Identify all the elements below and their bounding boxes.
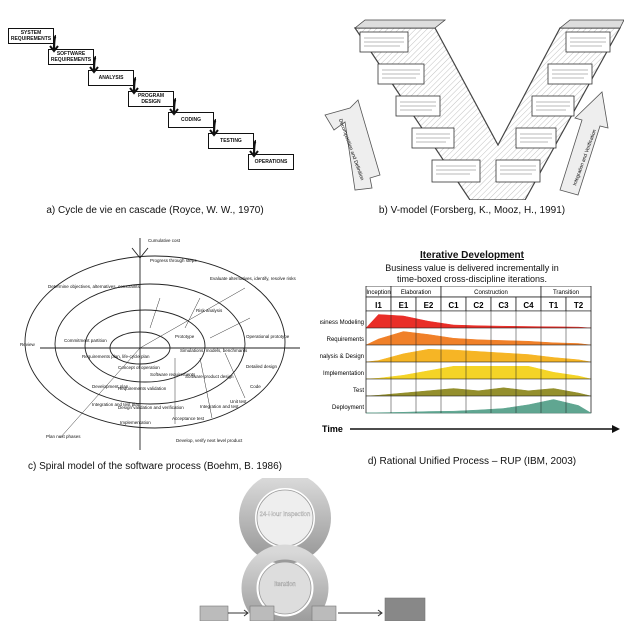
- waterfall-arrow: [92, 55, 97, 73]
- svg-text:Risk analysis: Risk analysis: [196, 308, 223, 313]
- svg-text:Integration and test plan: Integration and test plan: [92, 402, 141, 407]
- svg-text:Simulations, models, benchmark: Simulations, models, benchmarks: [180, 348, 248, 353]
- waterfall-step: ANALYSIS: [88, 70, 134, 86]
- waterfall-step: SYSTEM REQUIREMENTS: [8, 28, 54, 44]
- svg-text:Determine objectives, alternat: Determine objectives, alternatives, cons…: [48, 284, 141, 289]
- svg-text:Design validation and verifica: Design validation and verification: [118, 405, 184, 410]
- rup-discipline-label: Business Modeling: [320, 320, 364, 326]
- waterfall-arrowhead: [169, 108, 179, 116]
- waterfall-arrowhead: [89, 66, 99, 74]
- svg-text:Detailed design: Detailed design: [246, 364, 278, 369]
- rup-iteration-label: C2: [473, 301, 484, 310]
- svg-text:24-Hour Inspection: 24-Hour Inspection: [260, 512, 311, 518]
- svg-text:Evaluate alternatives, identif: Evaluate alternatives, identify, resolve…: [210, 276, 296, 281]
- panel-waterfall: SYSTEM REQUIREMENTS SOFTWARE REQUIREMENTS…: [0, 0, 310, 220]
- rup-iteration-label: C3: [498, 301, 509, 310]
- rup-iteration-label: E1: [399, 301, 409, 310]
- waterfall-diagram: SYSTEM REQUIREMENTS SOFTWARE REQUIREMENTS…: [0, 0, 310, 200]
- waterfall-step: PROGRAM DESIGN: [128, 91, 174, 107]
- iteration-cycle-diagram: 24-Hour Inspection Iteration: [199, 472, 426, 626]
- rup-iteration-label: T2: [574, 301, 584, 310]
- rup-iteration-label: C1: [448, 301, 459, 310]
- panel-iteration-cycle: 24-Hour Inspection Iteration: [190, 472, 440, 626]
- svg-text:Commitment partition: Commitment partition: [64, 338, 107, 343]
- rup-phase-label: Inception: [366, 290, 390, 296]
- rup-time-arrowhead: [612, 425, 620, 433]
- svg-text:Plan next phases: Plan next phases: [46, 434, 81, 439]
- rup-iteration-label: E2: [424, 301, 434, 310]
- rup-discipline-label: Deployment: [332, 405, 364, 411]
- rup-title: Iterative Development: [420, 250, 524, 261]
- svg-text:Requirements validation: Requirements validation: [118, 386, 167, 391]
- waterfall-arrowhead: [129, 87, 139, 95]
- svg-text:Implementation: Implementation: [120, 420, 151, 425]
- waterfall-step: CODING: [168, 112, 214, 128]
- rup-discipline-label: Requirements: [327, 337, 364, 343]
- spiral-diagram: Cumulative cost Progress through steps D…: [20, 238, 300, 450]
- waterfall-step: OPERATIONS: [248, 154, 294, 170]
- waterfall-arrow: [132, 76, 137, 94]
- svg-text:Acceptance test: Acceptance test: [172, 416, 205, 421]
- rup-iteration-label: C4: [523, 301, 534, 310]
- svg-text:Operational prototype: Operational prototype: [246, 334, 290, 339]
- waterfall-arrow: [212, 118, 217, 136]
- panel-rup: Iterative Development Business value is …: [320, 250, 624, 478]
- spiral-labels: Cumulative cost Progress through steps D…: [20, 238, 296, 443]
- caption-waterfall: a) Cycle de vie en cascade (Royce, W. W.…: [46, 205, 264, 216]
- rup-chart: Inception Elaboration Construction Transiti…: [320, 286, 620, 434]
- waterfall-arrowhead: [209, 129, 219, 137]
- rup-time-label: Time: [322, 424, 343, 434]
- spiral-curves: [24, 238, 300, 450]
- panel-v-model: Decomposition and Definition Integration…: [320, 0, 624, 220]
- rup-iteration-label: I1: [375, 301, 382, 310]
- svg-text:Development plan: Development plan: [92, 384, 129, 389]
- svg-text:Cumulative cost: Cumulative cost: [148, 238, 181, 243]
- panel-spiral: Cumulative cost Progress through steps D…: [0, 228, 310, 478]
- spiral-radial-lines: [59, 287, 251, 439]
- rup-phase-label: Construction: [474, 290, 508, 296]
- v-box-text-lines: [364, 37, 606, 175]
- svg-text:Review: Review: [20, 342, 36, 347]
- v-left-arrow: Decomposition and Definition: [324, 99, 381, 191]
- svg-text:Prototype: Prototype: [175, 334, 195, 339]
- waterfall-step: SOFTWARE REQUIREMENTS: [48, 49, 94, 65]
- rup-discipline-label: Implementation: [323, 371, 364, 377]
- waterfall-arrow: [252, 139, 257, 157]
- waterfall-arrowhead: [49, 45, 59, 53]
- waterfall-arrows: [49, 34, 259, 158]
- v-model-diagram: Decomposition and Definition Integration…: [324, 19, 624, 201]
- waterfall-arrowhead: [249, 150, 259, 158]
- waterfall-step: TESTING: [208, 133, 254, 149]
- svg-text:Code: Code: [250, 384, 261, 389]
- svg-text:Iteration: Iteration: [274, 582, 296, 588]
- caption-spiral: c) Spiral model of the software process …: [27, 461, 282, 472]
- svg-text:Requirements plan, life-cycle: Requirements plan, life-cycle plan: [82, 354, 150, 359]
- svg-text:Concept of operation: Concept of operation: [118, 365, 160, 370]
- svg-text:Integration and test: Integration and test: [200, 404, 239, 409]
- rup-iteration-label: T1: [549, 301, 559, 310]
- caption-rup: d) Rational Unified Process – RUP (IBM, …: [367, 456, 577, 467]
- rup-subtitle: Business value is delivered incrementall…: [385, 263, 559, 284]
- svg-text:Progress through steps: Progress through steps: [150, 258, 197, 263]
- svg-text:Software product design: Software product design: [185, 374, 234, 379]
- rup-phase-label: Elaboration: [401, 290, 431, 296]
- svg-text:Develop, verify next level pro: Develop, verify next level product: [176, 438, 243, 443]
- svg-text:Software requirements: Software requirements: [150, 372, 196, 377]
- caption-v-model: b) V-model (Forsberg, K., Mooz, H., 1991…: [378, 205, 566, 216]
- rup-phase-label: Transition: [553, 290, 579, 296]
- waterfall-arrow: [52, 34, 57, 52]
- rup-discipline-label: Test: [353, 388, 364, 394]
- svg-text:Unit test: Unit test: [230, 399, 247, 404]
- waterfall-arrow: [172, 97, 177, 115]
- iteration-flow-arrows: [228, 609, 383, 617]
- rup-discipline-label: Analysis & Design: [320, 354, 364, 360]
